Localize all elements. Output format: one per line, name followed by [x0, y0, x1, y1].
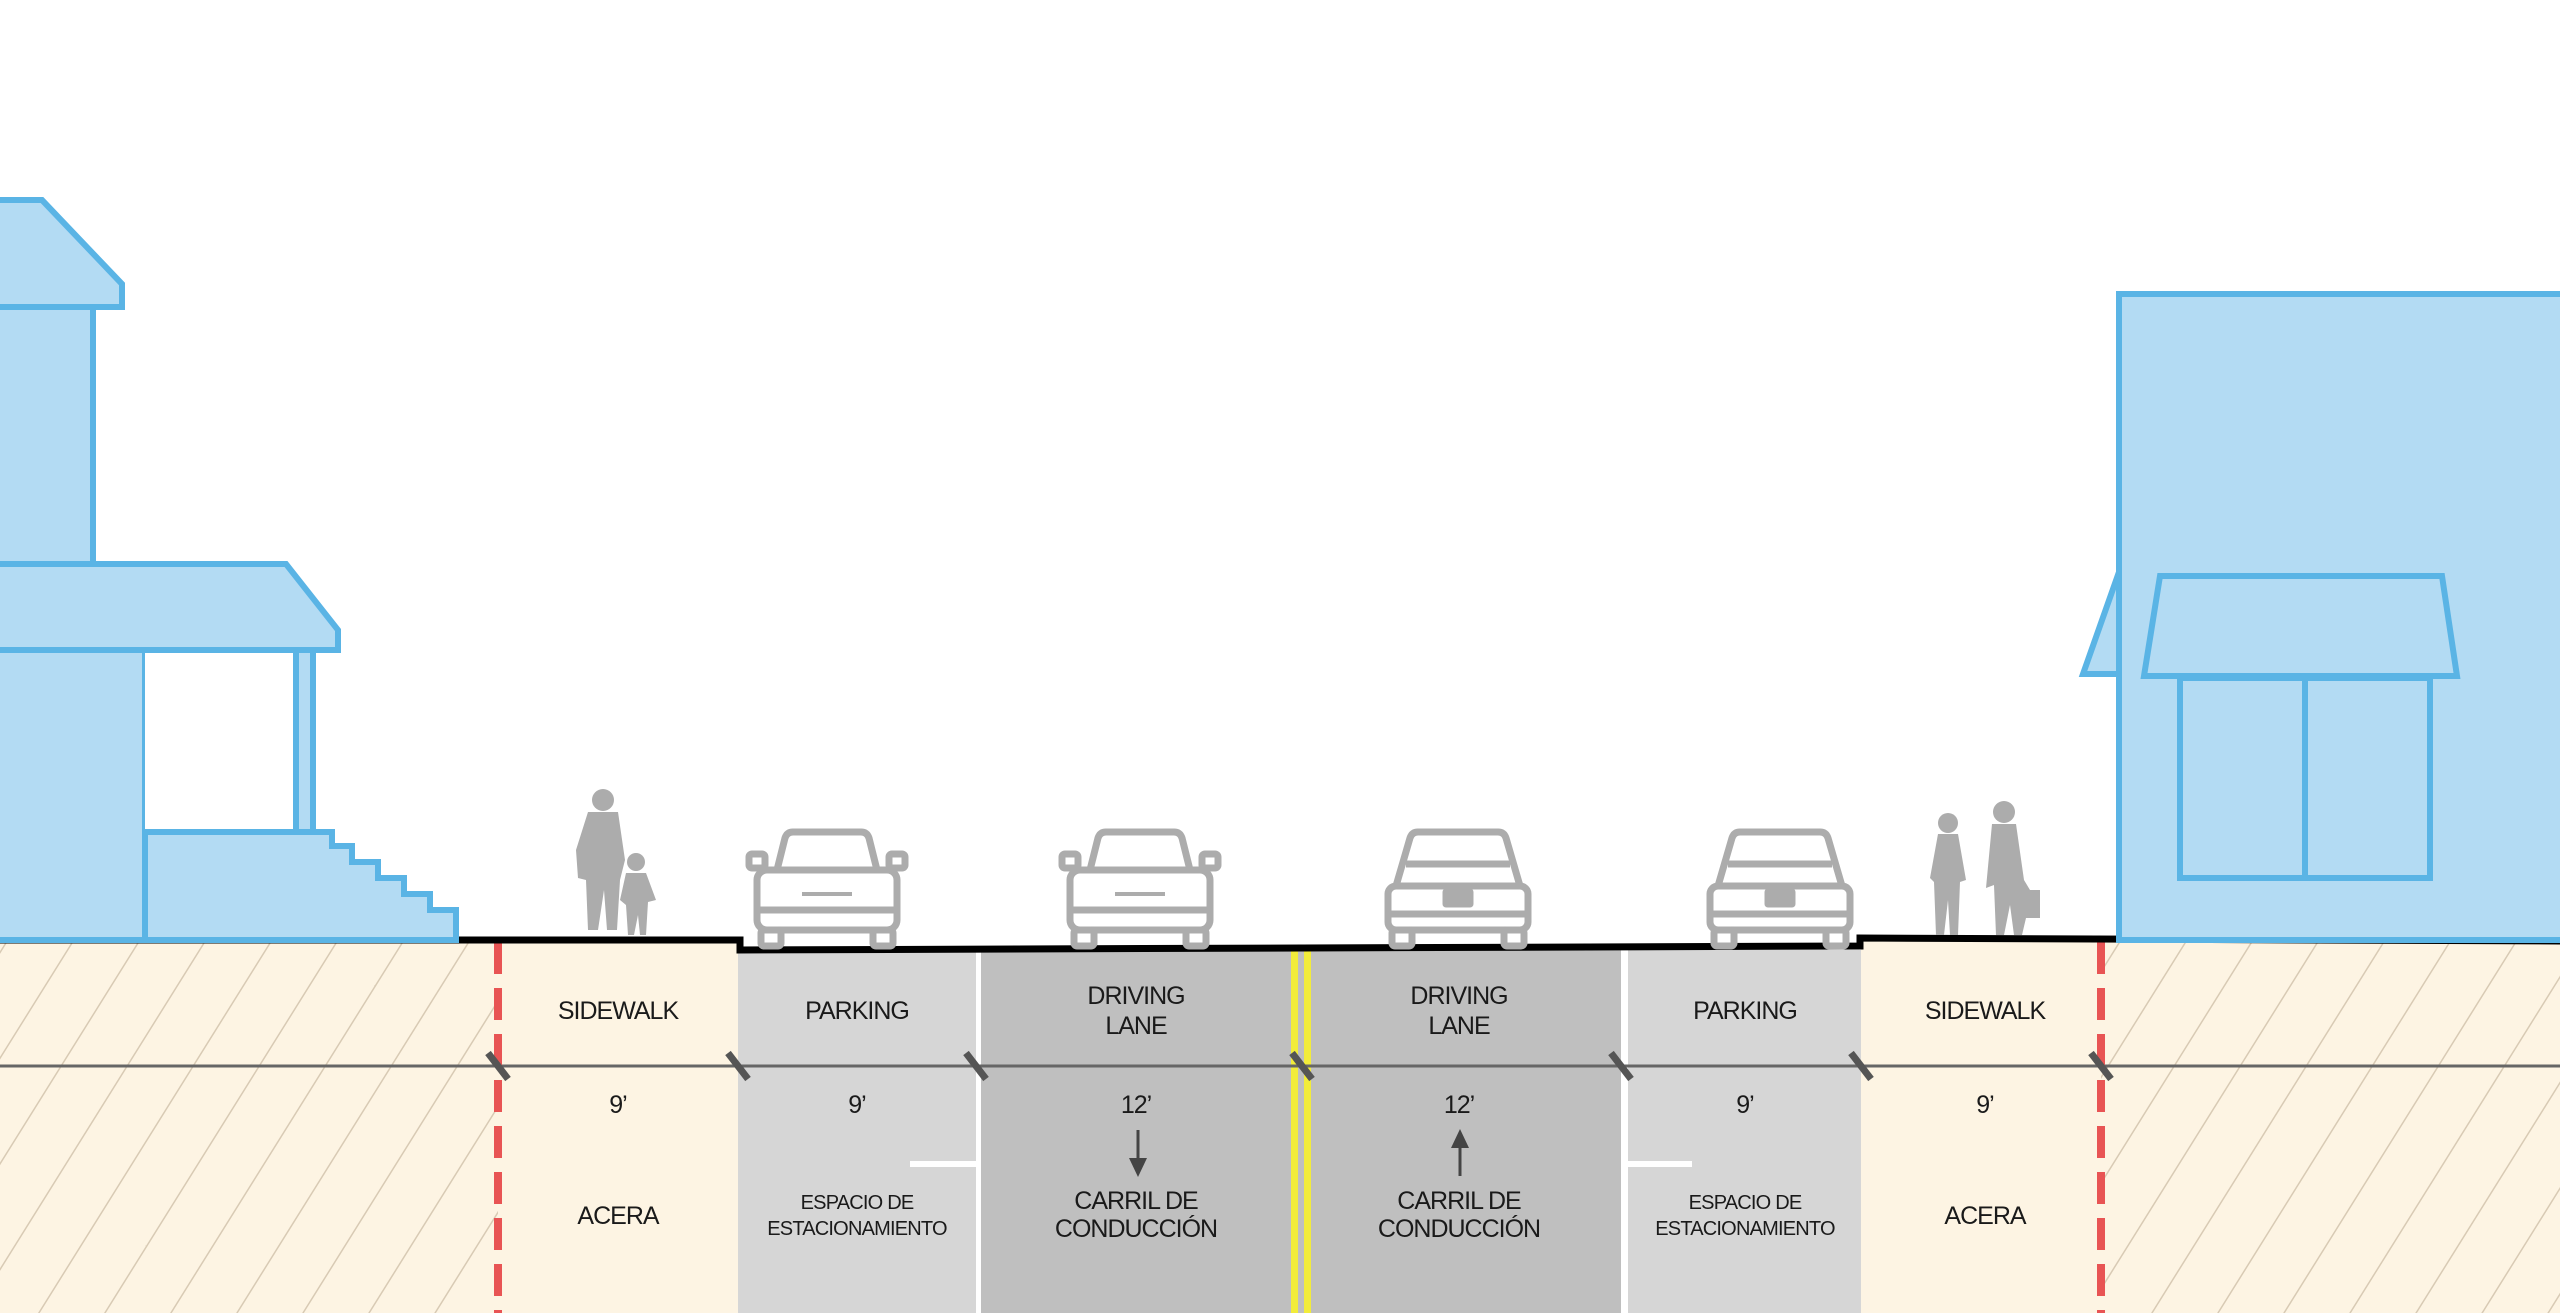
label-width: 12’: [1121, 1091, 1151, 1119]
label-en: LANE: [1428, 1012, 1490, 1040]
label-es: ACERA: [1944, 1202, 2026, 1230]
segment-driving-right: DRIVING LANE 12’ CARRIL DE CONDUCCIÓN: [1378, 982, 1541, 1243]
label-es: ACERA: [577, 1202, 659, 1230]
driving-left-zone: [980, 950, 1290, 1313]
label-en: PARKING: [1693, 997, 1797, 1025]
parking-left-zone: [738, 950, 976, 1313]
label-en: DRIVING: [1087, 982, 1184, 1010]
label-es: ESPACIO DE: [1689, 1192, 1802, 1214]
sidewalk-left-zone: [498, 940, 738, 1313]
label-width: 9’: [848, 1091, 865, 1119]
label-es: ESTACIONAMIENTO: [1655, 1218, 1835, 1240]
arrow-down-icon: [1129, 1130, 1147, 1177]
double-yellow-line: [1304, 950, 1311, 1313]
parking-stall-mark-left: [910, 1161, 976, 1167]
label-width: 12’: [1444, 1091, 1474, 1119]
label-es: ESTACIONAMIENTO: [767, 1218, 947, 1240]
parked-car-right-icon: [1706, 828, 1854, 950]
label-es: ESPACIO DE: [801, 1192, 914, 1214]
pedestrian-adult-child-icon: [576, 789, 656, 935]
parking-right-zone: [1628, 950, 1861, 1313]
lane-line-left: [976, 950, 981, 1313]
segment-parking-left: PARKING 9’ ESPACIO DE ESTACIONAMIENTO: [767, 997, 948, 1240]
segment-parking-right: PARKING 9’ ESPACIO DE ESTACIONAMIENTO: [1655, 997, 1836, 1240]
ground-profile: [0, 934, 2560, 954]
lane-line-right: [1621, 950, 1627, 1313]
pedestrian-couple-icon: [1930, 801, 2040, 935]
segment-sidewalk-right: SIDEWALK 9’ ACERA: [1925, 997, 2048, 1230]
private-property-left: [0, 940, 498, 1313]
segment-sidewalk-left: SIDEWALK 9’ ACERA: [558, 997, 681, 1230]
label-es: CONDUCCIÓN: [1378, 1214, 1540, 1243]
label-en: SIDEWALK: [1925, 997, 2047, 1025]
moving-car-right-icon: [1384, 828, 1532, 950]
driving-right-zone: [1312, 950, 1621, 1313]
segment-driving-left: DRIVING LANE 12’ CARRIL DE CONDUCCIÓN: [1055, 982, 1218, 1243]
label-width: 9’: [1736, 1091, 1753, 1119]
label-width: 9’: [1976, 1091, 1993, 1119]
parking-stall-mark-right: [1627, 1161, 1692, 1167]
store-building-right: [2078, 291, 2560, 943]
label-width: 9’: [609, 1091, 626, 1119]
label-es: CARRIL DE: [1074, 1187, 1198, 1215]
private-property-right: [2101, 940, 2560, 1313]
double-yellow-line: [1291, 950, 1298, 1313]
sidewalk-right-zone: [1861, 940, 2101, 1313]
label-en: PARKING: [805, 997, 909, 1025]
moving-car-left-icon: [1058, 828, 1222, 950]
label-es: CONDUCCIÓN: [1055, 1214, 1217, 1243]
label-en: DRIVING: [1410, 982, 1507, 1010]
dimension-ticks: [485, 1050, 2114, 1082]
parked-car-left-icon: [745, 828, 909, 950]
label-es: CARRIL DE: [1397, 1187, 1521, 1215]
house-left: [0, 197, 459, 943]
label-en: SIDEWALK: [558, 997, 680, 1025]
label-en: LANE: [1105, 1012, 1167, 1040]
arrow-up-icon: [1451, 1129, 1469, 1176]
